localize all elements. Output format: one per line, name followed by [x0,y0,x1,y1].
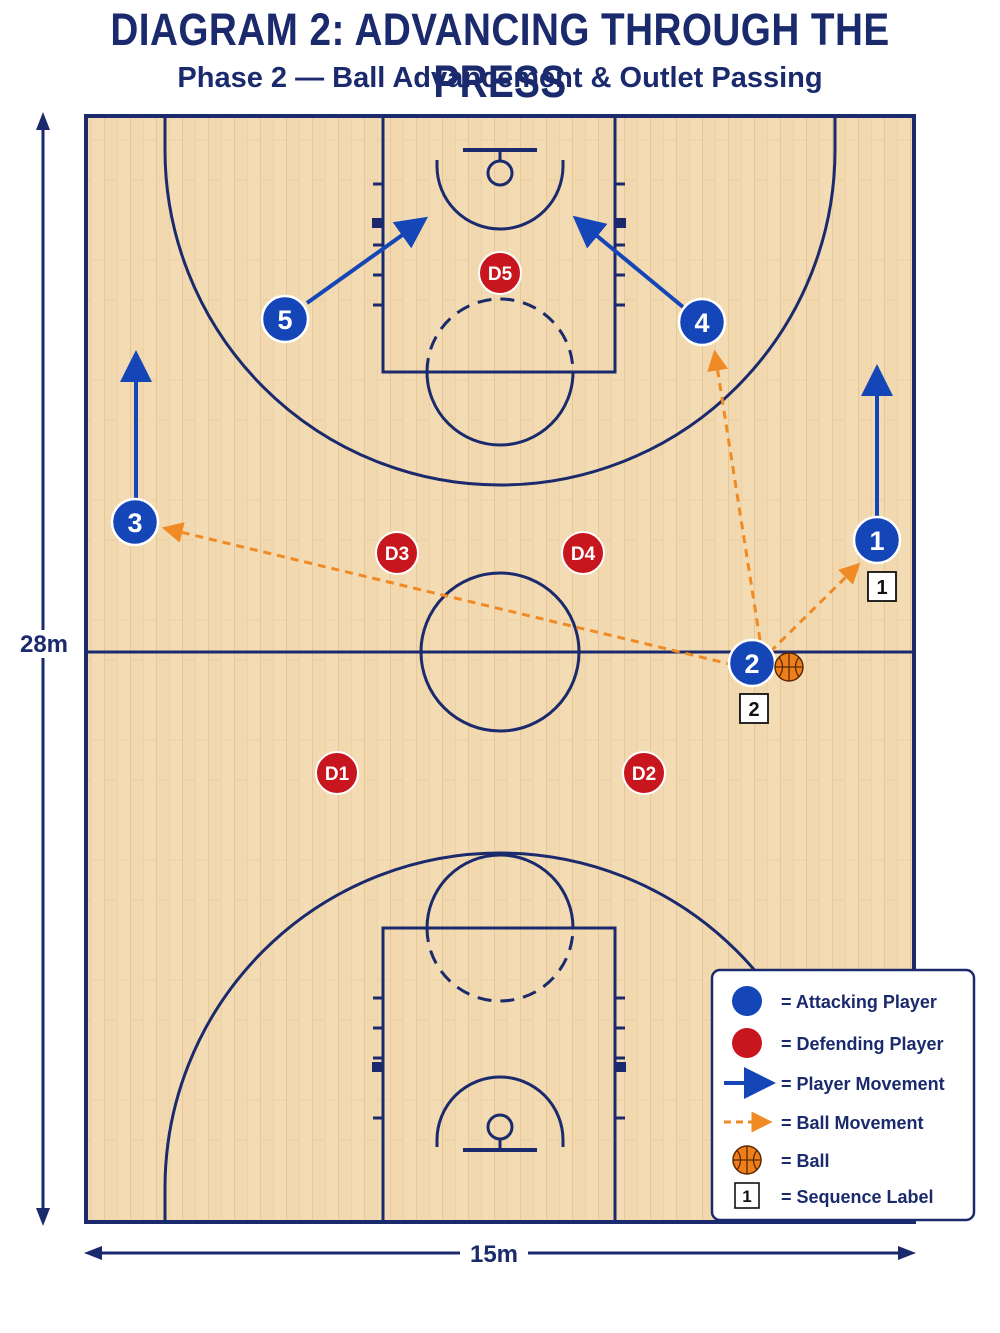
defender-swatch-icon [732,1028,762,1058]
svg-text:4: 4 [694,308,709,338]
attacker-swatch-icon [732,986,762,1016]
svg-text:= Ball Movement: = Ball Movement [781,1113,924,1133]
legend: = Attacking Player = Defending Player = … [710,968,976,1222]
player-movement-4 [572,215,685,309]
length-dimension: 28m [14,112,74,1226]
attacker-2: 2 [727,638,777,688]
defenders: D5 D3 D4 D1 D2 [315,251,666,795]
svg-text:D4: D4 [571,544,596,565]
svg-text:5: 5 [277,305,292,335]
legend-defending-player: = Defending Player [732,1028,944,1058]
sequence-label-2: 2 [739,693,769,724]
svg-text:D2: D2 [632,764,656,785]
legend-sequence-label: 1 = Sequence Label [734,1182,934,1209]
pass-to-1 [768,562,861,654]
width-label: 15m [470,1241,518,1268]
basketball-icon [732,1145,762,1175]
svg-text:D3: D3 [385,544,409,565]
svg-text:D5: D5 [488,264,513,285]
svg-text:= Attacking Player: = Attacking Player [781,992,937,1012]
svg-text:1: 1 [869,526,884,556]
svg-text:2: 2 [744,649,759,679]
attacker-5: 5 [260,294,310,344]
sequence-label-1: 1 [867,571,897,602]
defender-d4: D4 [561,531,605,575]
ball-movement-arrows [161,349,861,667]
basketball-icon [774,652,804,682]
pass-to-3 [161,522,735,667]
svg-text:= Ball: = Ball [781,1151,830,1171]
defender-d3: D3 [375,531,419,575]
legend-ball-movement: = Ball Movement [724,1111,924,1133]
svg-text:= Defending Player: = Defending Player [781,1034,944,1054]
svg-text:1: 1 [742,1187,751,1206]
defender-d5: D5 [478,251,522,295]
defender-d1: D1 [315,751,359,795]
legend-player-movement: = Player Movement [724,1067,945,1099]
width-dimension: 15m [84,1238,916,1268]
attacker-1: 1 [852,515,902,565]
player-movement-5 [305,216,429,305]
attackers: 5 4 3 1 2 [110,294,902,688]
legend-ball: = Ball [732,1145,830,1175]
attacker-4: 4 [677,297,727,347]
sequence-box-icon [734,1182,760,1209]
svg-text:= Player Movement: = Player Movement [781,1074,945,1094]
svg-text:1: 1 [876,577,887,599]
diagram-title: DIAGRAM 2: ADVANCING THROUGH THE PRESS [110,4,890,107]
svg-text:= Sequence Label: = Sequence Label [781,1187,934,1207]
pass-to-4 [707,349,762,641]
svg-text:2: 2 [748,699,759,721]
length-label: 28m [20,631,68,658]
player-movement-arrows [120,215,893,518]
diagram-subtitle: Phase 2 — Ball Advancement & Outlet Pass… [177,62,823,94]
svg-text:D1: D1 [325,764,350,785]
legend-attacking-player: = Attacking Player [732,986,937,1016]
attacker-3: 3 [110,497,160,547]
svg-text:3: 3 [127,508,142,538]
defender-d2: D2 [622,751,666,795]
